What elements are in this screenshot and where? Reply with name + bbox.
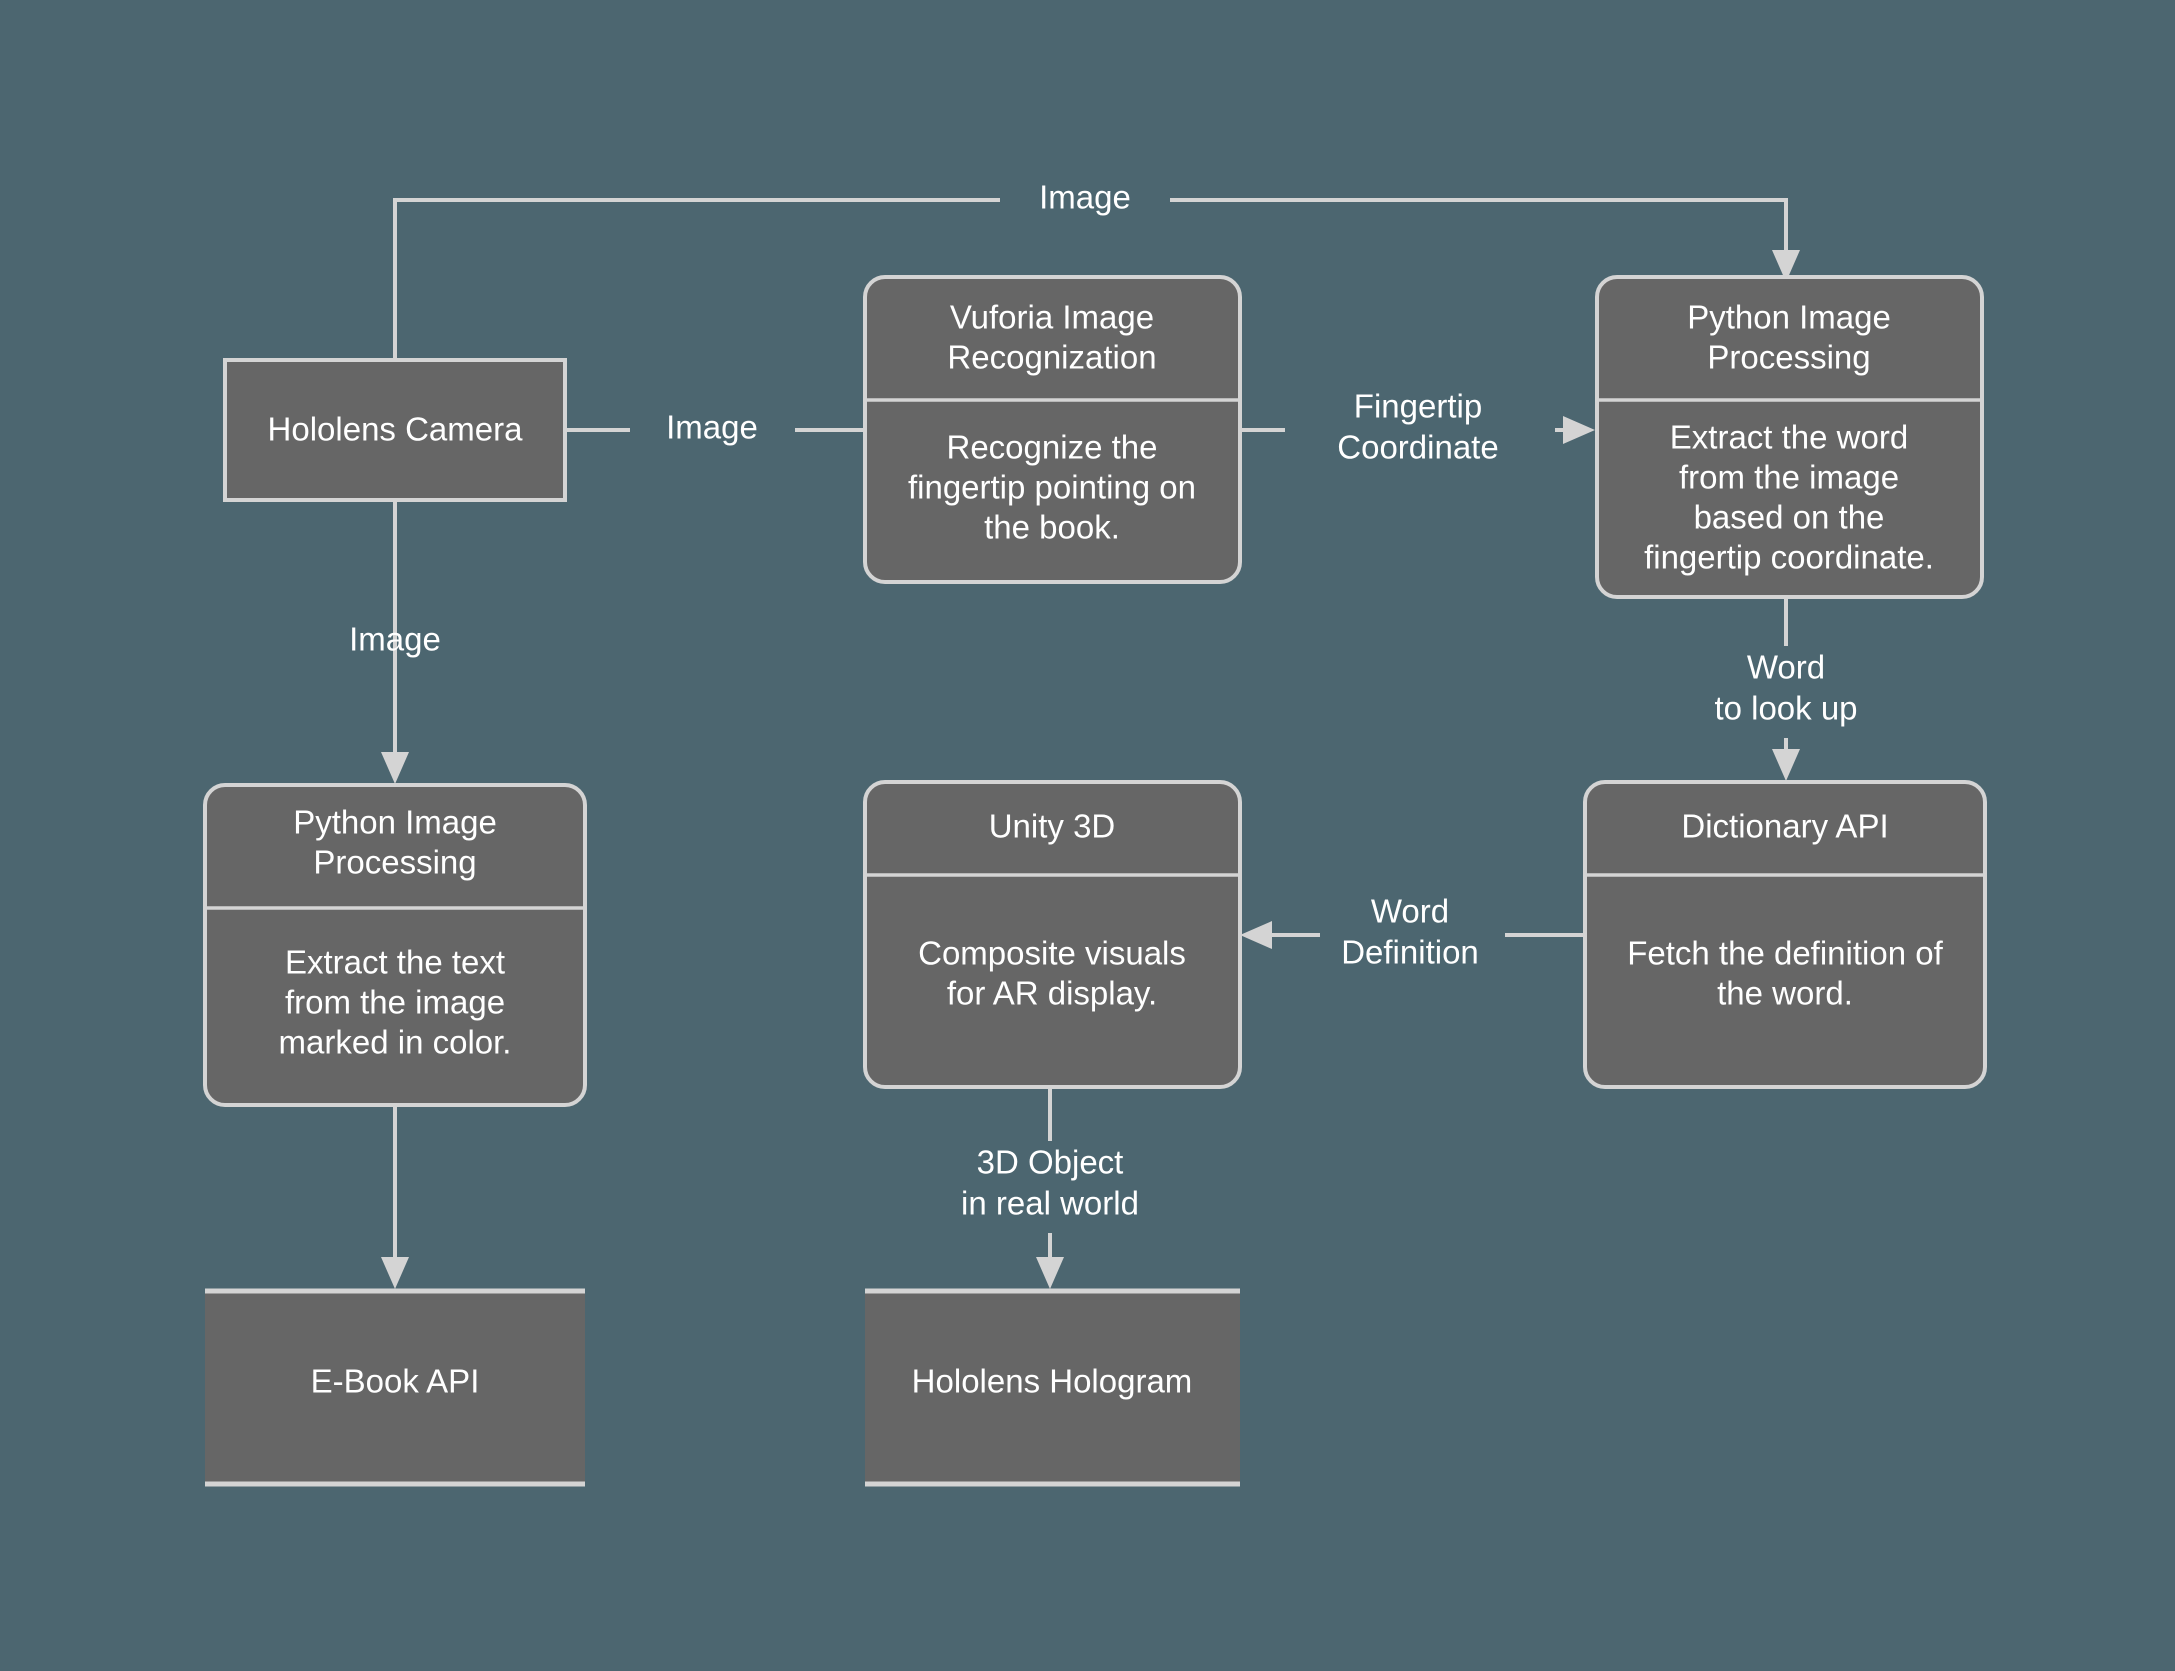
edge-label-python-word-to-dictionary: Word to look up: [1700, 646, 1905, 738]
node-hololens-hologram[interactable]: Hololens Hologram: [865, 1288, 1240, 1487]
edge-label-word-line-1: Word: [1747, 649, 1825, 686]
node-hololens-camera-shape: [223, 358, 567, 502]
edge-label-dictionary-to-unity: Word Definition: [1320, 890, 1505, 982]
edge-label-fingertip-line-1: Fingertip: [1354, 388, 1482, 425]
node-unity-3d[interactable]: Unity 3D Composite visuals for AR displa…: [863, 780, 1242, 1089]
node-vuforia-image-recognization[interactable]: Vuforia Image Recognization Recognize th…: [863, 275, 1242, 584]
arrow-head-icon: [1772, 250, 1800, 282]
arrow-head-icon: [381, 1257, 409, 1289]
arrow-head-icon: [1036, 1257, 1064, 1289]
node-python-image-processing-word[interactable]: Python Image Processing Extract the word…: [1595, 275, 1984, 599]
edge-label-backdrop: [1700, 646, 1905, 738]
node-hololens-camera[interactable]: Hololens Camera: [223, 358, 567, 502]
node-python-text-body-line-3: marked in color.: [279, 1024, 512, 1061]
edge-label-fingertip-line-2: Coordinate: [1337, 429, 1498, 466]
node-e-book-api-title: E-Book API: [311, 1363, 480, 1400]
edge-label-backdrop: [945, 1141, 1160, 1233]
arrow-head-icon: [1240, 921, 1272, 949]
node-hololens-hologram-shape: [865, 1290, 1240, 1485]
node-vuforia-title-line-1: Vuforia Image: [950, 299, 1154, 336]
edge-label-image-python-text: Image: [349, 621, 441, 658]
node-python-text-shape: [203, 783, 587, 1107]
node-dictionary-shape: [1583, 780, 1987, 1089]
arrow-head-icon: [1563, 416, 1595, 444]
edge-label-camera-to-python-text: Image: [349, 621, 441, 658]
node-dictionary-api[interactable]: Dictionary API Fetch the definition of t…: [1583, 780, 1987, 1089]
edge-label-image-top: Image: [1039, 179, 1131, 216]
edge-label-camera-to-python-word: Image: [1000, 178, 1170, 222]
node-vuforia-body-line-3: the book.: [984, 509, 1120, 546]
edge-label-3dobject-line-1: 3D Object: [977, 1144, 1124, 1181]
node-python-word-body-line-2: from the image: [1679, 459, 1899, 496]
edge-label-vuforia-to-python-word: Fingertip Coordinate: [1285, 385, 1555, 477]
node-vuforia-title-line-2: Recognization: [947, 339, 1156, 376]
edge-label-word-line-2: to look up: [1714, 690, 1857, 727]
node-dictionary-title: Dictionary API: [1681, 808, 1888, 845]
node-dictionary-body-line-1: Fetch the definition of: [1627, 935, 1943, 972]
node-python-image-processing-text[interactable]: Python Image Processing Extract the text…: [203, 783, 587, 1107]
edge-python-text-to-ebook[interactable]: [381, 1105, 409, 1289]
node-vuforia-shape: [863, 275, 1242, 584]
node-e-book-api[interactable]: E-Book API: [205, 1288, 585, 1487]
node-dictionary-body-line-2: the word.: [1717, 975, 1853, 1012]
edge-label-unity-to-hologram: 3D Object in real world: [945, 1141, 1160, 1233]
node-python-word-body-line-4: fingertip coordinate.: [1644, 539, 1934, 576]
edge-label-backdrop: [1320, 890, 1505, 982]
edge-label-3dobject-line-2: in real world: [961, 1185, 1139, 1222]
node-unity-shape: [863, 780, 1242, 1089]
node-hololens-hologram-title: Hololens Hologram: [912, 1363, 1193, 1400]
node-python-word-body-line-3: based on the: [1694, 499, 1885, 536]
node-unity-body-line-2: for AR display.: [947, 975, 1157, 1012]
node-python-word-title-line-1: Python Image: [1687, 299, 1891, 336]
edge-label-backdrop: [1285, 385, 1555, 477]
edge-labels-layer: Image Image Fingertip Coordinate Image W…: [349, 178, 1905, 1233]
edge-label-backdrop: [1000, 178, 1170, 222]
edge-label-worddef-line-2: Definition: [1341, 934, 1479, 971]
edge-camera-to-python-text[interactable]: [381, 500, 409, 784]
node-hololens-camera-title: Hololens Camera: [268, 411, 524, 448]
node-python-text-title-line-1: Python Image: [293, 804, 497, 841]
node-python-word-shape: [1595, 275, 1984, 599]
node-python-word-title-line-2: Processing: [1707, 339, 1870, 376]
node-vuforia-body-line-2: fingertip pointing on: [908, 469, 1196, 506]
edge-label-camera-to-vuforia: Image: [630, 408, 795, 452]
arrow-head-icon: [381, 752, 409, 784]
edge-label-backdrop: [630, 408, 795, 452]
edge-label-image-vuforia: Image: [666, 409, 758, 446]
node-vuforia-body-line-1: Recognize the: [947, 429, 1158, 466]
node-unity-title: Unity 3D: [989, 808, 1116, 845]
edge-label-worddef-line-1: Word: [1371, 893, 1449, 930]
node-unity-body-line-1: Composite visuals: [918, 935, 1186, 972]
arrow-head-icon: [1772, 749, 1800, 781]
node-e-book-api-shape: [205, 1290, 585, 1485]
node-python-text-title-line-2: Processing: [313, 844, 476, 881]
node-python-text-body-line-1: Extract the text: [285, 944, 505, 981]
node-python-text-body-line-2: from the image: [285, 984, 505, 1021]
node-python-word-body-line-1: Extract the word: [1670, 419, 1908, 456]
